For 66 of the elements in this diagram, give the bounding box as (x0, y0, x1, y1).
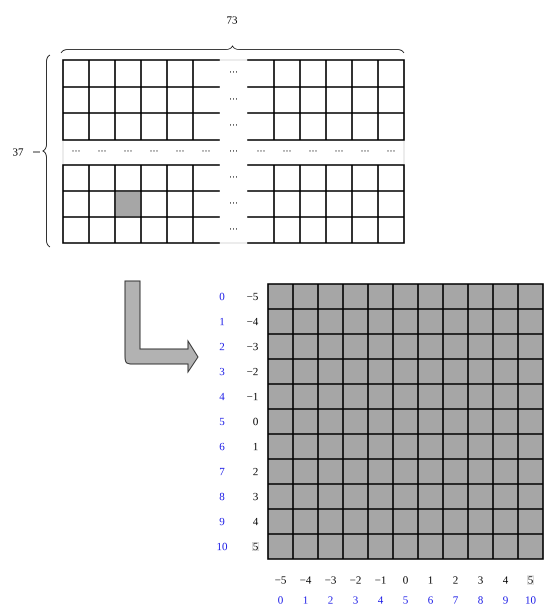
ellipsis: ⋯ (72, 150, 80, 152)
index-label: 0 (220, 292, 224, 300)
index-label: 6 (428, 596, 433, 604)
dimension-label: 37 (13, 148, 24, 156)
coordinate-label: 0 (403, 576, 408, 584)
ellipsis: ⋯ (230, 124, 237, 126)
index-label: 5 (403, 596, 408, 604)
coordinate-label: 2 (453, 576, 458, 584)
coordinate-label: 3 (478, 576, 483, 584)
index-label: 0 (278, 596, 283, 604)
ellipsis: ⋯ (258, 150, 264, 152)
coordinate-label: 5 (527, 576, 534, 584)
index-label: 4 (378, 596, 384, 604)
block-arrow (124, 280, 198, 372)
ellipsis: ⋯ (202, 150, 210, 152)
ellipsis: ⋯ (176, 150, 184, 152)
grid (267, 283, 544, 560)
index-label: 2 (220, 342, 224, 350)
index-label: 9 (503, 596, 508, 604)
ellipsis: ⋯ (284, 150, 290, 152)
coordinate-label: −5 (247, 292, 258, 300)
index-label: 3 (220, 368, 224, 376)
coordinate-label: 3 (253, 492, 258, 500)
coordinate-label: −2 (247, 368, 258, 376)
coordinate-label: −4 (300, 576, 312, 584)
index-label: 7 (220, 468, 224, 476)
ellipsis: ⋯ (230, 71, 237, 72)
ellipsis: ⋯ (230, 98, 237, 100)
index-label: 5 (220, 418, 224, 426)
coordinate-label: −3 (325, 576, 336, 584)
ellipsis: ⋯ (150, 150, 158, 152)
ellipsis: ⋯ (98, 150, 106, 152)
coordinate-label: −2 (350, 576, 361, 584)
index-label: 3 (353, 596, 358, 604)
index-label: 10 (526, 596, 536, 604)
coordinate-label: −1 (247, 392, 258, 400)
ellipsis: ⋯ (310, 150, 316, 152)
coordinate-label: 1 (254, 442, 258, 450)
index-label: 1 (304, 596, 308, 604)
coordinate-label: −1 (375, 576, 386, 584)
ellipsis: ⋯ (124, 150, 132, 152)
index-label: 9 (220, 518, 224, 526)
index-label: 4 (219, 392, 225, 400)
coordinate-label: 4 (502, 576, 508, 584)
ellipsis: ⋯ (362, 150, 368, 152)
ellipsis: ⋯ (230, 150, 237, 152)
index-label: 1 (220, 318, 224, 326)
index-label: 8 (478, 596, 483, 604)
coordinate-label: −3 (247, 342, 258, 350)
ellipsis: ⋯ (388, 150, 394, 152)
coordinate-label: −5 (275, 576, 286, 584)
index-label: 7 (453, 596, 458, 604)
index-label: 2 (328, 596, 333, 604)
dimension-label: 73 (227, 16, 238, 24)
index-label: 6 (220, 442, 224, 450)
coordinate-label: 1 (428, 576, 433, 584)
ellipsis: ⋯ (230, 228, 237, 230)
ellipsis: ⋯ (230, 176, 237, 178)
coordinate-label: 2 (253, 468, 258, 476)
coordinate-label: 5 (252, 542, 259, 551)
coordinate-label: 0 (253, 418, 258, 426)
index-label: 8 (220, 492, 224, 500)
ellipsis: ⋯ (230, 202, 237, 204)
ellipsis: ⋯ (336, 150, 342, 152)
index-label: 10 (217, 542, 228, 550)
grid (62, 59, 405, 244)
